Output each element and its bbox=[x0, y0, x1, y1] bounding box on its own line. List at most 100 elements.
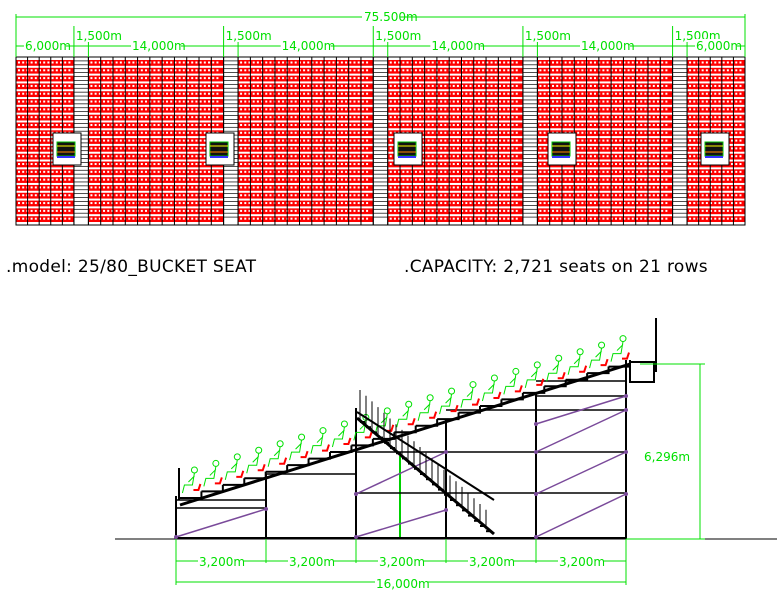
seat bbox=[191, 84, 194, 87]
seat bbox=[332, 131, 335, 134]
seat bbox=[414, 116, 417, 119]
seat bbox=[652, 217, 655, 220]
seat bbox=[315, 194, 318, 197]
seat bbox=[560, 186, 563, 189]
bucket-seat bbox=[472, 398, 480, 406]
seat bbox=[43, 92, 46, 95]
seat bbox=[336, 131, 339, 134]
seat bbox=[718, 170, 721, 173]
seat bbox=[34, 178, 37, 181]
seat bbox=[128, 61, 131, 64]
seat bbox=[191, 163, 194, 166]
seat bbox=[465, 123, 468, 126]
spectator-body bbox=[224, 459, 238, 480]
seat bbox=[157, 217, 160, 220]
seat bbox=[440, 170, 443, 173]
seat bbox=[619, 69, 622, 72]
seat bbox=[132, 108, 135, 111]
seat bbox=[199, 209, 202, 212]
seat bbox=[406, 100, 409, 103]
seat bbox=[402, 108, 405, 111]
seat bbox=[705, 123, 708, 126]
seat bbox=[111, 202, 114, 205]
seat bbox=[627, 163, 630, 166]
seat bbox=[652, 155, 655, 158]
seat bbox=[328, 202, 331, 205]
seat bbox=[543, 170, 546, 173]
seat bbox=[661, 163, 664, 166]
seat bbox=[389, 217, 392, 220]
seat bbox=[652, 69, 655, 72]
seat bbox=[456, 61, 459, 64]
seat bbox=[282, 139, 285, 142]
seat bbox=[157, 163, 160, 166]
segment-dim-label: 6,000m bbox=[25, 39, 71, 53]
seat bbox=[602, 139, 605, 142]
seat bbox=[648, 61, 651, 64]
label-bg bbox=[695, 39, 738, 52]
seat bbox=[240, 84, 243, 87]
seat bbox=[366, 69, 369, 72]
seat bbox=[456, 209, 459, 212]
seat bbox=[157, 209, 160, 212]
seat bbox=[208, 186, 211, 189]
seat bbox=[661, 100, 664, 103]
seat bbox=[705, 108, 708, 111]
seat bbox=[606, 77, 609, 80]
seat bbox=[406, 116, 409, 119]
seat bbox=[111, 170, 114, 173]
seat bbox=[307, 163, 310, 166]
seat bbox=[398, 84, 401, 87]
seat bbox=[34, 186, 37, 189]
seat bbox=[161, 61, 164, 64]
seat bbox=[195, 92, 198, 95]
seat bbox=[469, 61, 472, 64]
seat bbox=[336, 209, 339, 212]
seat bbox=[366, 77, 369, 80]
seat bbox=[94, 217, 97, 220]
seat bbox=[94, 92, 97, 95]
seat bbox=[619, 155, 622, 158]
seat bbox=[182, 69, 185, 72]
seat bbox=[393, 100, 396, 103]
seat bbox=[511, 186, 514, 189]
seat bbox=[307, 131, 310, 134]
seat bbox=[710, 108, 713, 111]
seat bbox=[187, 108, 190, 111]
seat bbox=[722, 186, 725, 189]
spectator-body bbox=[610, 341, 624, 362]
seat bbox=[701, 69, 704, 72]
seat bbox=[294, 139, 297, 142]
seat bbox=[161, 170, 164, 173]
seat bbox=[98, 178, 101, 181]
seat bbox=[623, 155, 626, 158]
seat bbox=[208, 170, 211, 173]
seat bbox=[631, 123, 634, 126]
seat bbox=[328, 84, 331, 87]
seat bbox=[589, 100, 592, 103]
seat bbox=[689, 108, 692, 111]
seat bbox=[282, 69, 285, 72]
seat bbox=[731, 217, 734, 220]
seat bbox=[349, 202, 352, 205]
seat bbox=[393, 123, 396, 126]
seat bbox=[265, 61, 268, 64]
seat bbox=[461, 61, 464, 64]
seat bbox=[547, 194, 550, 197]
seat bbox=[465, 131, 468, 134]
seat bbox=[256, 84, 259, 87]
seat bbox=[543, 186, 546, 189]
seat bbox=[328, 147, 331, 150]
seat bbox=[349, 194, 352, 197]
seat bbox=[248, 108, 251, 111]
seat bbox=[718, 84, 721, 87]
seat bbox=[389, 178, 392, 181]
seat bbox=[486, 170, 489, 173]
seat bbox=[208, 217, 211, 220]
seat bbox=[94, 69, 97, 72]
seat bbox=[336, 163, 339, 166]
seat bbox=[128, 170, 131, 173]
bay-dim-label: 3,200m bbox=[199, 555, 245, 569]
seat bbox=[18, 77, 20, 80]
seat bbox=[402, 100, 405, 103]
